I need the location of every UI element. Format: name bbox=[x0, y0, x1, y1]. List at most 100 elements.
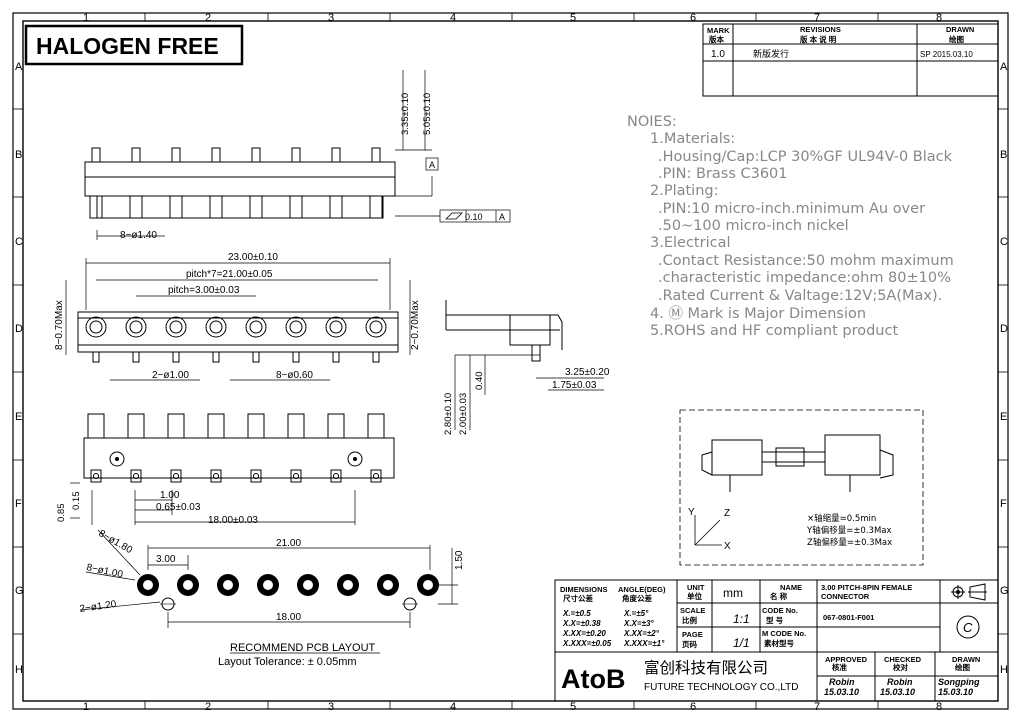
dim-200: 2.00±0.03 bbox=[458, 393, 469, 435]
svg-text:X.X=±3°: X.X=±3° bbox=[623, 619, 654, 628]
contact-hole bbox=[245, 316, 267, 338]
svg-text:X.XXX=±1°: X.XXX=±1° bbox=[623, 639, 665, 648]
contact-hole-inner bbox=[329, 320, 343, 334]
grid-col-5: 5 bbox=[570, 12, 576, 24]
grid-col-6-bottom: 6 bbox=[690, 701, 696, 713]
svg-text:15.03.10: 15.03.10 bbox=[824, 687, 859, 697]
front-pin-body bbox=[89, 195, 103, 219]
contact-hole bbox=[325, 316, 347, 338]
grid-row-b: B bbox=[15, 149, 22, 161]
company-name-en: FUTURE TECHNOLOGY CO.,LTD bbox=[644, 682, 798, 693]
housing-tooth bbox=[327, 413, 345, 439]
svg-text:M CODE No.: M CODE No. bbox=[762, 629, 806, 638]
housing-tooth bbox=[127, 413, 145, 439]
solder-pin bbox=[170, 469, 182, 483]
front-pin-body bbox=[249, 195, 263, 219]
svg-text:CHECKED: CHECKED bbox=[884, 655, 922, 664]
post-center-right bbox=[353, 457, 357, 461]
solder-pin bbox=[210, 469, 222, 483]
grid-row-h-right: H bbox=[1000, 664, 1008, 676]
contact-tail bbox=[172, 351, 180, 363]
svg-text:型 号: 型 号 bbox=[766, 615, 784, 625]
projection-dot bbox=[956, 590, 960, 594]
solder-pin-dot bbox=[253, 473, 259, 479]
axis-note-3: Z轴偏移量=±0.3Max bbox=[807, 537, 892, 548]
svg-text:REVISIONS: REVISIONS bbox=[800, 25, 841, 34]
note-line: .PIN:10 micro-inch.minimum Au over bbox=[658, 201, 925, 217]
front-pin bbox=[251, 147, 261, 163]
svg-text:3.00 PITCH-8PIN FEMALE: 3.00 PITCH-8PIN FEMALE bbox=[821, 583, 912, 592]
svg-text:CODE No.: CODE No. bbox=[762, 606, 798, 615]
svg-text:PAGE: PAGE bbox=[682, 630, 703, 639]
bottom-view bbox=[83, 413, 395, 483]
pcb-title: RECOMMEND PCB LAYOUT bbox=[230, 642, 376, 654]
pcb-dim-120: 2−ø1.20 bbox=[79, 599, 118, 615]
svg-text:APPROVED: APPROVED bbox=[825, 655, 868, 664]
grid-col-7: 7 bbox=[814, 12, 820, 24]
housing-tooth bbox=[247, 413, 265, 439]
contact-hole-inner bbox=[129, 320, 143, 334]
front-pin bbox=[91, 147, 101, 163]
page-value: 1/1 bbox=[733, 636, 750, 650]
contact-hole bbox=[85, 316, 107, 338]
contact-hole-inner bbox=[169, 320, 183, 334]
grid-ticks bbox=[13, 13, 1008, 709]
note-line: .Contact Resistance:50 mohm maximum bbox=[658, 253, 954, 269]
note-line: .PIN: Brass C3601 bbox=[658, 166, 788, 182]
housing-tooth bbox=[287, 413, 305, 439]
contact-tail bbox=[132, 351, 140, 363]
revision-desc: 新版发行 bbox=[753, 48, 789, 59]
pcb-dim-100: 8−ø1.00 bbox=[85, 562, 124, 581]
notes-title: NOIES: bbox=[627, 114, 677, 130]
svg-text:SCALE: SCALE bbox=[680, 606, 705, 615]
solder-pin-dot bbox=[373, 473, 379, 479]
dim-505: 5.05±0.10 bbox=[422, 93, 433, 135]
grid-col-3-bottom: 3 bbox=[328, 701, 334, 713]
svg-text:绘图: 绘图 bbox=[949, 34, 964, 44]
grid-row-a: A bbox=[15, 61, 23, 73]
front-pin-body bbox=[289, 195, 303, 219]
front-pin-body bbox=[209, 195, 223, 219]
datum-a: A bbox=[429, 160, 435, 170]
grid-col-7-bottom: 7 bbox=[814, 701, 820, 713]
note-line: .Housing/Cap:LCP 30%GF UL94V-0 Black bbox=[658, 149, 953, 165]
svg-text:NAME: NAME bbox=[780, 583, 802, 592]
solder-pin-dot bbox=[133, 473, 139, 479]
front-view-dims bbox=[96, 70, 511, 240]
contact-tail bbox=[92, 351, 100, 363]
contact-hole-inner bbox=[249, 320, 263, 334]
dim-overall: 23.00±0.10 bbox=[228, 252, 278, 263]
svg-text:UNIT: UNIT bbox=[687, 583, 705, 592]
housing-tooth bbox=[167, 413, 185, 439]
axis-note-1: ×轴缩量=0.5min bbox=[807, 513, 876, 524]
svg-text:Robin: Robin bbox=[887, 677, 913, 687]
post-center-left bbox=[115, 457, 119, 461]
front-pin bbox=[211, 147, 221, 163]
solder-pin-dot bbox=[293, 473, 299, 479]
grid-row-f-right: F bbox=[1000, 498, 1007, 510]
grid-col-1-bottom: 1 bbox=[83, 701, 89, 713]
revision-table bbox=[702, 23, 999, 97]
title-block-labels: DIMENSIONS 尺寸公差 ANGLE(DEG) 角度公差 UNIT 单位 … bbox=[560, 583, 980, 672]
grid-col-5-bottom: 5 bbox=[570, 701, 576, 713]
bottom-view-dims bbox=[70, 482, 356, 525]
grid-col-1: 1 bbox=[83, 12, 89, 24]
pcb-pad-hole bbox=[263, 580, 273, 590]
grid-row-g-right: G bbox=[1000, 585, 1009, 597]
svg-text:角度公差: 角度公差 bbox=[622, 593, 652, 603]
front-pin-body bbox=[169, 195, 183, 219]
svg-text:X.=±5°: X.=±5° bbox=[623, 609, 649, 618]
axes-icon bbox=[694, 515, 722, 546]
c-mark-circle-icon bbox=[956, 615, 980, 639]
svg-text:15.03.10: 15.03.10 bbox=[938, 687, 973, 697]
svg-text:页码: 页码 bbox=[682, 640, 697, 649]
solder-pin bbox=[290, 469, 302, 483]
svg-text:版 本 说 明: 版 本 说 明 bbox=[799, 34, 837, 44]
grid-row-e-right: E bbox=[1000, 411, 1007, 423]
solder-pin bbox=[250, 469, 262, 483]
grid-col-2: 2 bbox=[205, 12, 211, 24]
dim-040: 0.40 bbox=[474, 372, 485, 391]
grid-row-b-right: B bbox=[1000, 149, 1007, 161]
svg-text:绘图: 绘图 bbox=[955, 662, 970, 672]
flatness-symbol-icon bbox=[445, 212, 463, 220]
